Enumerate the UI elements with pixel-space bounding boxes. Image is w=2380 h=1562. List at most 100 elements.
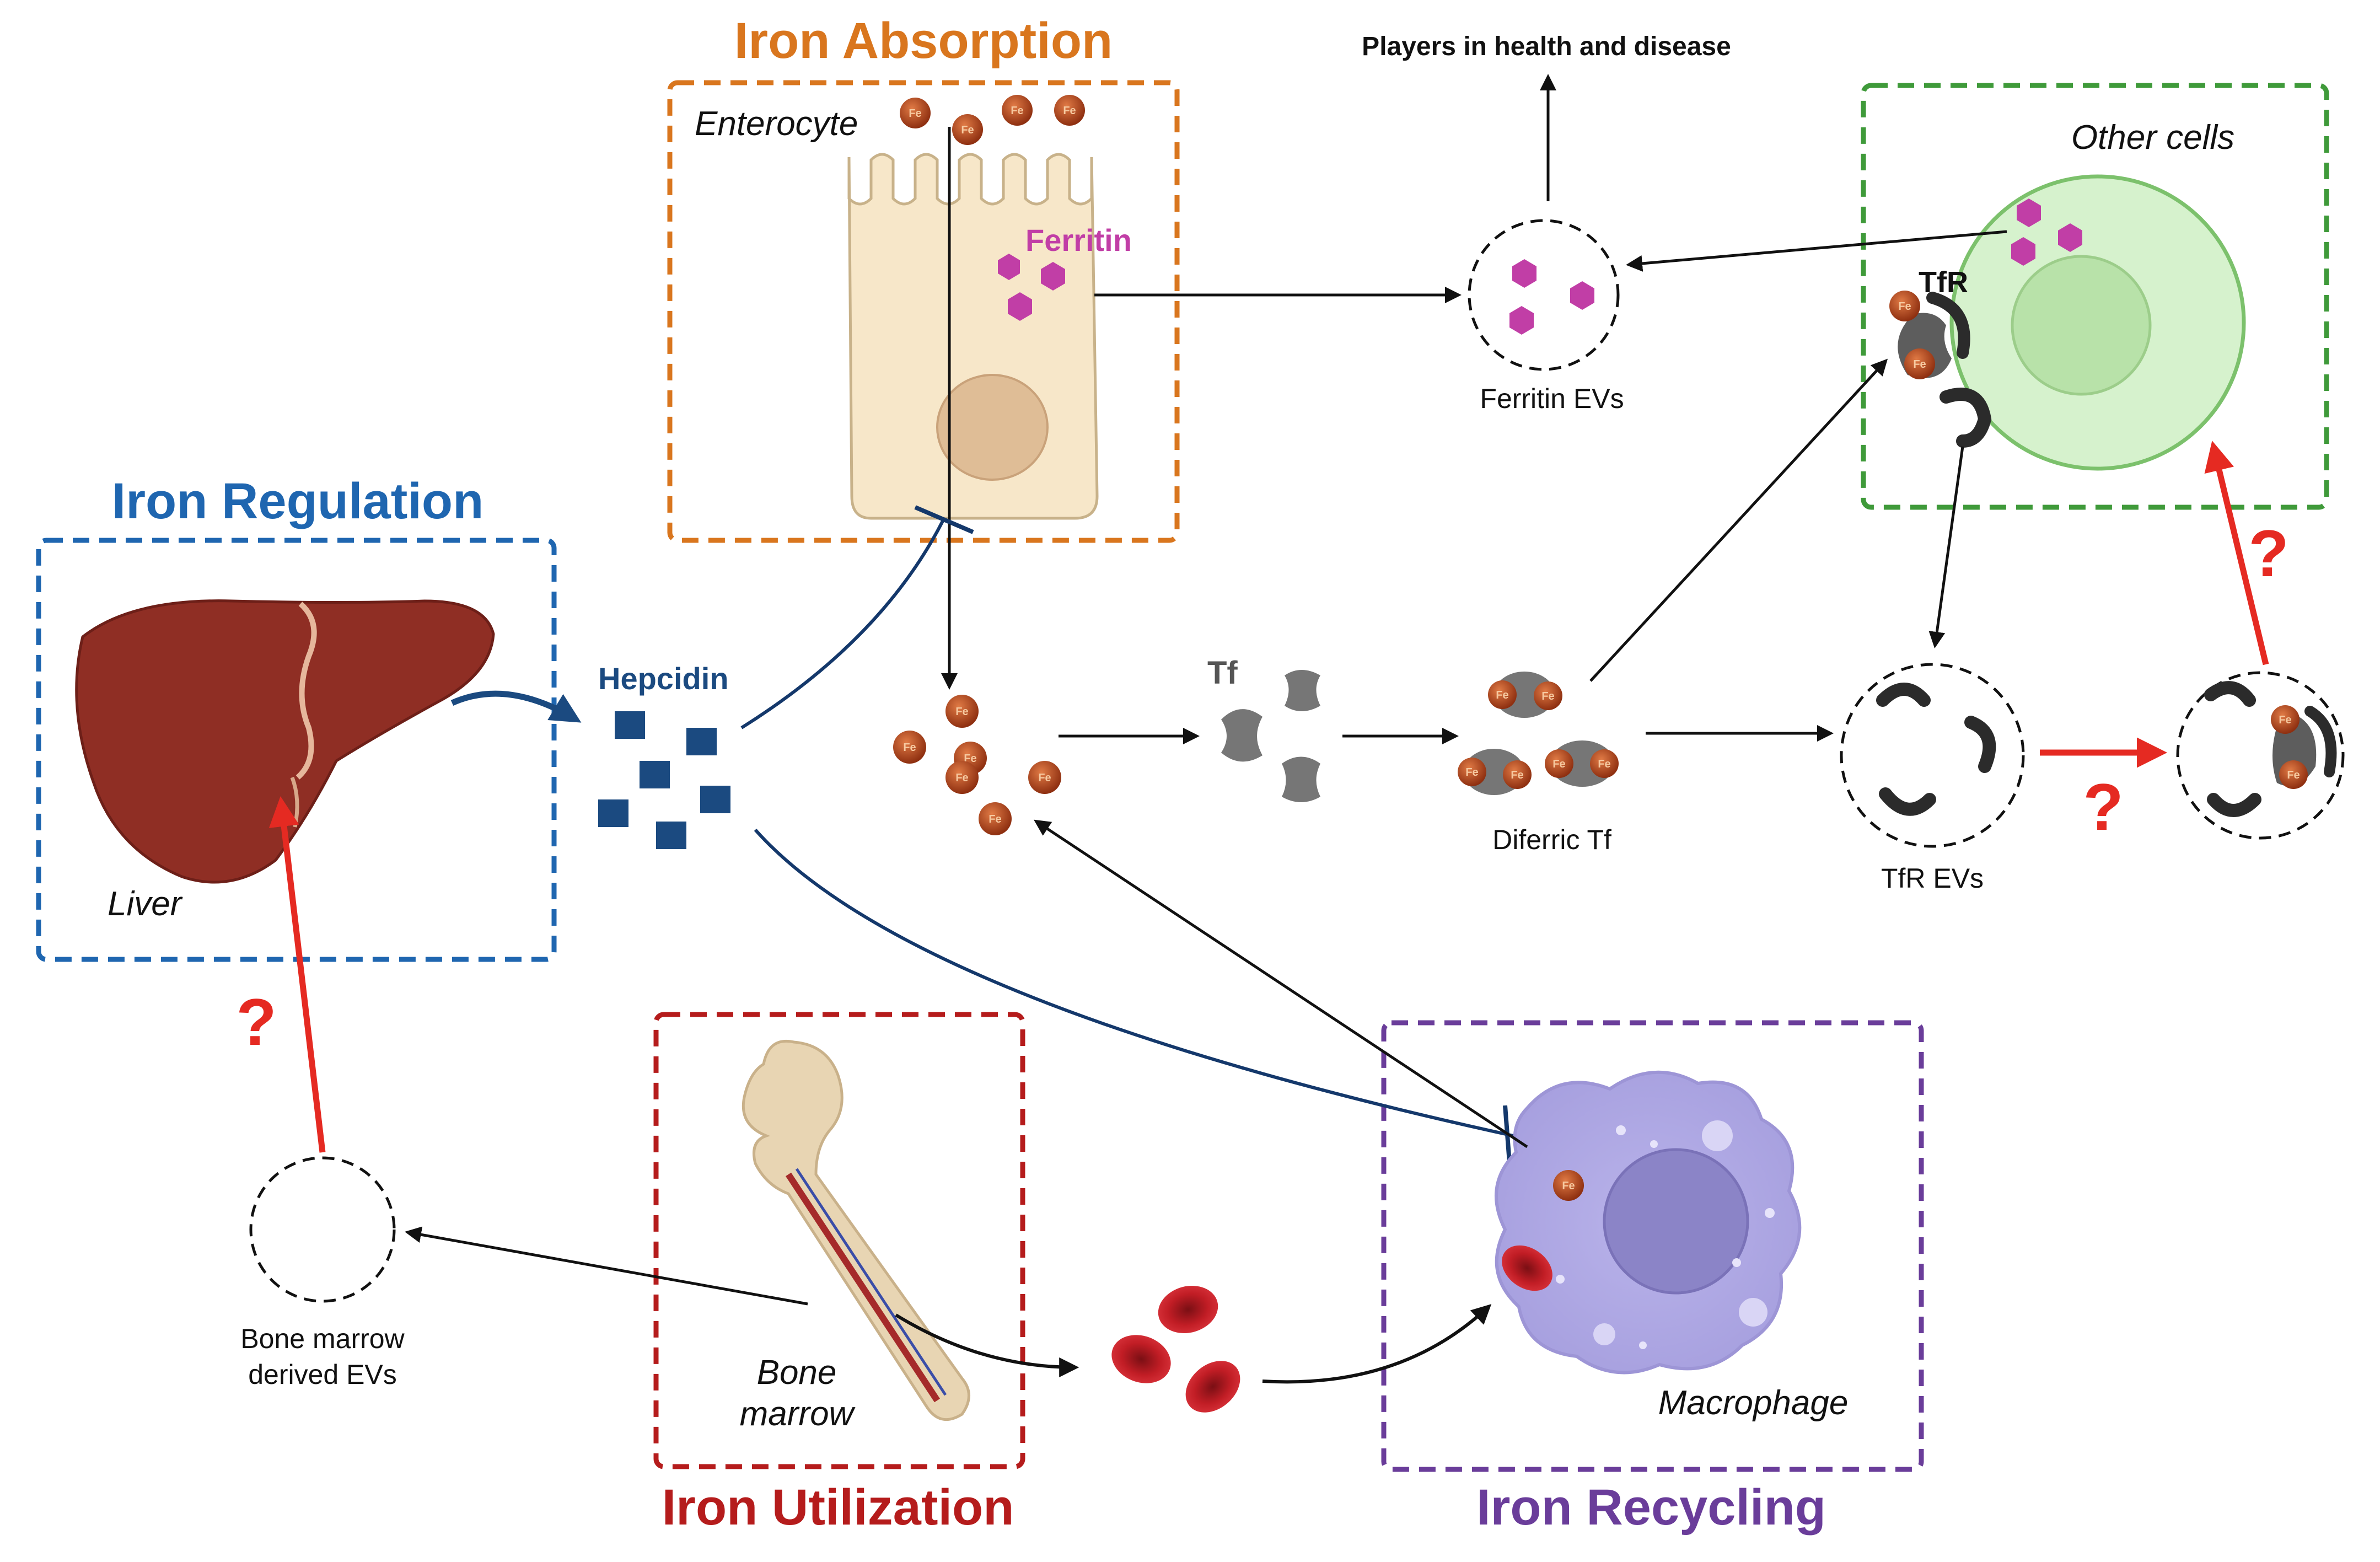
hepcidin-inhibits-macrophage — [754, 829, 1514, 1137]
utilization-title: Iron Utilization — [662, 1479, 1014, 1536]
question-mark-other-cells: ? — [2248, 517, 2288, 591]
iron-atom-entry-2: Fe — [952, 114, 983, 145]
loaded-tfr-ev — [2176, 671, 2345, 840]
iron-atom: Fe — [1028, 761, 1061, 794]
svg-text:Fe: Fe — [2287, 769, 2300, 781]
svg-text:Fe: Fe — [1598, 758, 1610, 770]
ferritin-label: Ferritin — [1025, 223, 1132, 257]
hepcidin-particle — [640, 761, 670, 788]
iron-atom: Fe — [893, 731, 926, 764]
bone-marrow-evs-vesicle — [249, 1156, 396, 1303]
iron-atom-entry-4: Fe — [1054, 95, 1085, 126]
tfr-with-tf-on-cell: Fe Fe — [1889, 291, 1970, 379]
bone-marrow-evs-label-line2: derived EVs — [248, 1359, 397, 1390]
tfr-receptor — [2204, 681, 2256, 707]
loaded-ev-to-other-cells-arrow — [2204, 441, 2269, 665]
tfr-evs-label: TfR EVs — [1881, 863, 1984, 894]
ferritin-particle — [1570, 281, 1594, 310]
apo-tf — [1282, 756, 1320, 802]
other-cells-box — [1861, 83, 2329, 510]
other-cells-label: Other cells — [2071, 119, 2234, 157]
question-mark-tfr-evs: ? — [2083, 770, 2123, 844]
tfr-receptor-empty — [1940, 388, 1992, 448]
iron-atom-entry-3: Fe — [1002, 95, 1033, 126]
svg-text:Fe: Fe — [1496, 689, 1508, 701]
ferritin-particle — [2058, 223, 2082, 252]
svg-text:Fe: Fe — [1511, 769, 1523, 781]
recycling-box — [1381, 1020, 1924, 1472]
bone-marrow-evs-to-liver-arrow — [268, 796, 326, 1153]
absorption-title: Iron Absorption — [734, 13, 1113, 69]
phagocytosed-rbc — [1502, 1245, 1552, 1291]
bone-to-bone-marrow-evs-arrow — [405, 1226, 808, 1306]
svg-text:Fe: Fe — [2279, 714, 2291, 726]
liver-label: Liver — [108, 885, 183, 923]
iron-atom-entry-1: Fe — [900, 98, 931, 128]
macrophage-cell — [1495, 1070, 1802, 1375]
svg-text:Fe: Fe — [1011, 105, 1023, 117]
red-blood-cell — [1185, 1361, 1240, 1413]
ferritin-particle — [1008, 292, 1032, 321]
macrophage-to-iron-pool-arrow — [1033, 819, 1528, 1148]
ferritin-evs-vesicle — [1468, 219, 1620, 371]
iron-atom: Fe — [945, 695, 979, 728]
svg-text:Fe: Fe — [909, 108, 921, 120]
tf-bound-to-tfr: Fe Fe — [2271, 705, 2337, 789]
svg-text:Fe: Fe — [955, 772, 968, 784]
diferric-tf: Fe Fe — [1458, 749, 1532, 795]
diferric-tf-label: Diferric Tf — [1492, 824, 1611, 855]
inhibition-bar-enterocyte — [914, 505, 974, 534]
macrophage-label: Macrophage — [1658, 1384, 1849, 1422]
tfr-receptor — [2207, 793, 2261, 817]
hepcidin-inhibits-enterocyte — [740, 520, 944, 729]
tfr-receptor — [1876, 683, 1931, 707]
regulation-box — [36, 538, 557, 962]
macrophage-nucleus — [1603, 1148, 1749, 1295]
rbc-to-macrophage-arrow — [1262, 1304, 1492, 1384]
tfr-receptor — [1879, 787, 1936, 816]
svg-text:Fe: Fe — [1541, 690, 1554, 702]
liver-to-hepcidin-arrow — [450, 690, 582, 723]
red-blood-cell — [1158, 1286, 1218, 1333]
tf-label: Tf — [1207, 655, 1238, 691]
absorption-box — [667, 80, 1180, 543]
diferric-to-tfr-arrow — [1589, 358, 1888, 682]
enterocyte-label: Enterocyte — [695, 105, 858, 143]
svg-text:Fe: Fe — [1038, 772, 1051, 784]
svg-text:Fe: Fe — [1562, 1180, 1575, 1192]
iron-atom: Fe — [945, 761, 979, 794]
red-blood-cell — [1111, 1335, 1171, 1383]
tfr-label: TfR — [1919, 266, 1968, 299]
diferric-tf: Fe Fe — [1488, 672, 1562, 718]
utilization-box — [653, 1012, 1025, 1469]
diferric-tf: Fe Fe — [1545, 740, 1619, 787]
hepcidin-particle — [615, 711, 645, 739]
enterocyte-nucleus — [936, 374, 1049, 481]
hepcidin-label: Hepcidin — [598, 661, 728, 696]
iron-atom: Fe — [979, 802, 1012, 835]
regulation-title: Iron Regulation — [112, 473, 484, 529]
svg-text:Fe: Fe — [1063, 105, 1076, 117]
svg-text:Fe: Fe — [988, 813, 1001, 825]
svg-text:Fe: Fe — [1465, 766, 1478, 779]
hepcidin-particle — [598, 799, 628, 827]
svg-text:Fe: Fe — [1552, 758, 1565, 770]
svg-text:Fe: Fe — [1898, 300, 1911, 313]
ferritin-particle — [998, 254, 1020, 280]
other-cell-nucleus — [2011, 255, 2152, 396]
ferritin-particle — [1512, 259, 1536, 288]
tfr-evs-vesicle — [1840, 663, 2025, 848]
apo-tf — [1285, 670, 1320, 711]
bone-marrow-label-line2: marrow — [740, 1395, 856, 1433]
hepcidin-particle — [700, 786, 730, 813]
recycling-title: Iron Recycling — [1476, 1479, 1826, 1536]
liver-organ — [75, 599, 495, 884]
other-cells-to-ferritin-evs-arrow — [1626, 230, 2007, 272]
bone-to-rbc-arrow — [895, 1313, 1079, 1377]
players-label: Players in health and disease — [1362, 32, 1731, 61]
tfr-receptor — [1964, 716, 1996, 773]
bone-marrow-label-line1: Bone — [757, 1354, 837, 1392]
ferritin-particle — [2011, 237, 2035, 266]
question-mark-liver: ? — [236, 985, 276, 1059]
